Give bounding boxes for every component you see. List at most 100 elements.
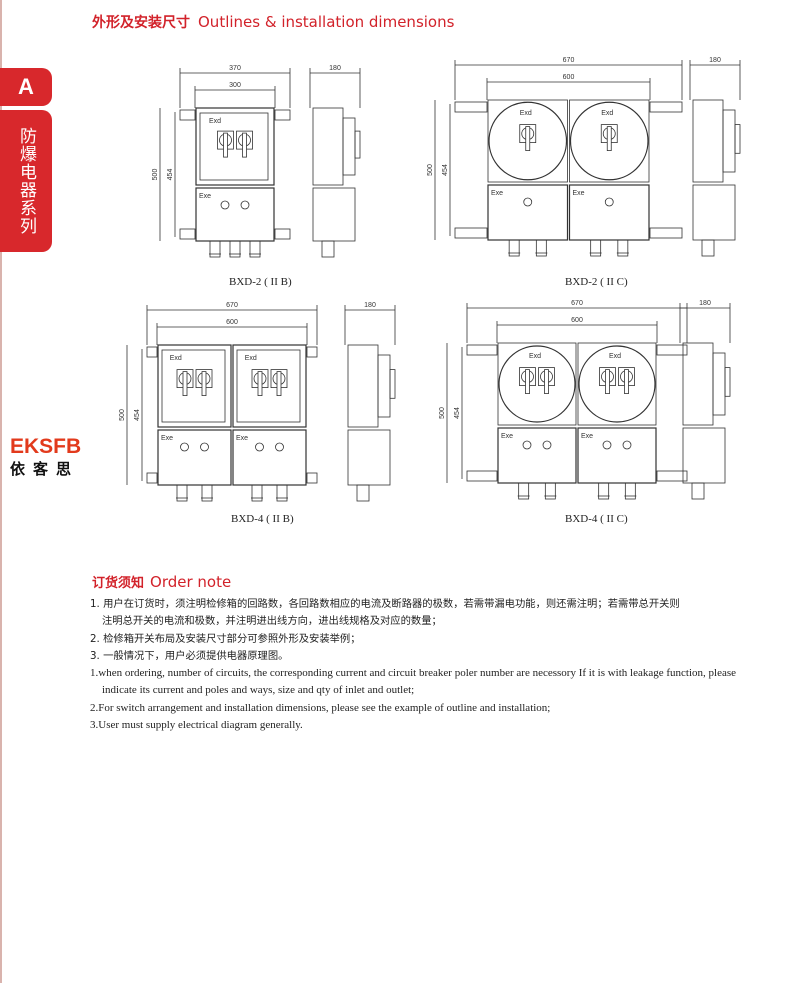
indicator-lamp xyxy=(255,442,264,452)
lower-label: Exe xyxy=(199,193,211,200)
indicator-lamp xyxy=(240,200,250,210)
indicator-lamp xyxy=(604,197,614,207)
dim-outer-height: 500 xyxy=(152,169,159,181)
mounting-ear xyxy=(179,228,196,240)
note-line: 3.User must supply electrical diagram ge… xyxy=(90,719,303,732)
cable-gland xyxy=(229,240,241,258)
indicator-lamp xyxy=(180,442,189,452)
cable-gland xyxy=(249,240,261,258)
dim-inner-height: 454 xyxy=(442,164,449,176)
lower-label: Exe xyxy=(161,435,173,442)
chapter-tab-letter: A xyxy=(0,68,52,106)
mounting-ear xyxy=(656,344,688,356)
lower-enclosure xyxy=(577,427,657,484)
lower-enclosure xyxy=(232,429,307,486)
side-lower xyxy=(682,427,726,484)
cable-gland xyxy=(508,239,520,257)
note-line: 3. 一般情况下，用户必须提供电器原理图。 xyxy=(90,649,289,662)
figure-caption: BXD-4 ( II C) xyxy=(565,513,628,525)
logo-en: EKSFB xyxy=(10,435,82,458)
side-gland xyxy=(701,239,715,257)
cable-gland xyxy=(276,484,288,502)
switch-handle xyxy=(242,132,247,158)
logo-cn: 依客思 xyxy=(10,460,80,478)
chapter-tab-series: 防爆电器系列 xyxy=(0,110,52,252)
switch-handle xyxy=(624,369,629,395)
dim-inner-height: 454 xyxy=(134,409,141,421)
indicator-lamp xyxy=(522,440,532,450)
dim-depth: 180 xyxy=(709,57,721,64)
upper-label: Exd xyxy=(601,110,613,117)
upper-enclosure xyxy=(497,342,577,426)
mounting-ear xyxy=(454,101,488,113)
order-note-title: 订货须知 Order note xyxy=(92,572,231,591)
side-gland xyxy=(356,484,370,502)
switch-handle xyxy=(182,371,188,397)
side-upper xyxy=(347,344,379,428)
section-title-en: Outlines & installation dimensions xyxy=(198,13,455,31)
cable-gland xyxy=(624,482,636,500)
switch-handle xyxy=(201,371,207,397)
side-handle xyxy=(389,369,396,399)
side-cover xyxy=(722,109,736,173)
cable-gland xyxy=(251,484,263,502)
upper-enclosure xyxy=(195,107,275,186)
figure-caption: BXD-2 ( II C) xyxy=(565,276,628,288)
brand-logo: EKSFB 依客思 xyxy=(10,435,82,479)
dim-inner-width: 600 xyxy=(226,319,238,326)
side-lower xyxy=(347,429,391,486)
dim-outer-height: 500 xyxy=(439,407,446,419)
upper-enclosure xyxy=(569,99,650,183)
flameproof-cover xyxy=(161,349,226,423)
lower-label: Exe xyxy=(501,433,513,440)
dim-inner-height: 454 xyxy=(167,169,174,181)
note-line: 注明总开关的电流和极数，并注明进出线方向，进出线规格及对应的数量； xyxy=(102,615,442,628)
switch-handle xyxy=(276,371,282,397)
section-title-cn: 外形及安装尺寸 xyxy=(92,15,190,31)
mounting-ear xyxy=(274,228,291,240)
cable-gland xyxy=(209,240,221,258)
lower-enclosure xyxy=(497,427,577,484)
mounting-ear xyxy=(656,470,688,482)
cable-gland xyxy=(617,239,629,257)
switch-handle xyxy=(544,369,549,395)
cable-gland xyxy=(201,484,213,502)
indicator-lamp xyxy=(275,442,284,452)
side-cover xyxy=(342,117,356,176)
switch-handle xyxy=(606,126,612,151)
dim-outer-height: 500 xyxy=(427,164,434,176)
dim-inner-width: 600 xyxy=(563,74,575,81)
switch-handle xyxy=(525,126,531,151)
side-cover xyxy=(712,352,726,416)
lower-label: Exe xyxy=(236,435,248,442)
upper-enclosure xyxy=(487,99,568,183)
mounting-ear xyxy=(306,346,318,358)
switch-handle xyxy=(223,132,228,158)
mounting-ear xyxy=(146,346,158,358)
dim-outer-width: 370 xyxy=(229,65,241,72)
dim-outer-width: 670 xyxy=(226,302,238,309)
order-note-title-cn: 订货须知 xyxy=(92,576,145,591)
switch-handle xyxy=(525,369,530,395)
flameproof-cover xyxy=(236,349,301,423)
side-gland xyxy=(321,240,335,258)
flameproof-cover xyxy=(578,345,656,423)
dim-inner-height: 454 xyxy=(454,407,461,419)
upper-label: Exd xyxy=(245,355,257,362)
cable-gland xyxy=(544,482,556,500)
switch-handle xyxy=(605,369,610,395)
switch-handle xyxy=(257,371,263,397)
mounting-ear xyxy=(146,472,158,484)
note-line: 2. 检修箱开关布局及安装尺寸部分可参照外形及安装举例； xyxy=(90,632,361,645)
indicator-lamp xyxy=(602,440,612,450)
side-gland xyxy=(691,482,705,500)
dim-depth: 180 xyxy=(329,65,341,72)
indicator-lamp xyxy=(523,197,533,207)
dim-outer-width: 670 xyxy=(571,300,583,307)
mounting-ear xyxy=(179,109,196,121)
indicator-lamp xyxy=(220,200,230,210)
indicator-lamp xyxy=(542,440,552,450)
order-note-list: 1. 用户在订货时，须注明检修箱的回路数，各回路数相应的电流及断路器的极数，若需… xyxy=(90,596,770,734)
order-note-title-en: Order note xyxy=(150,573,232,591)
lower-enclosure xyxy=(487,184,569,241)
